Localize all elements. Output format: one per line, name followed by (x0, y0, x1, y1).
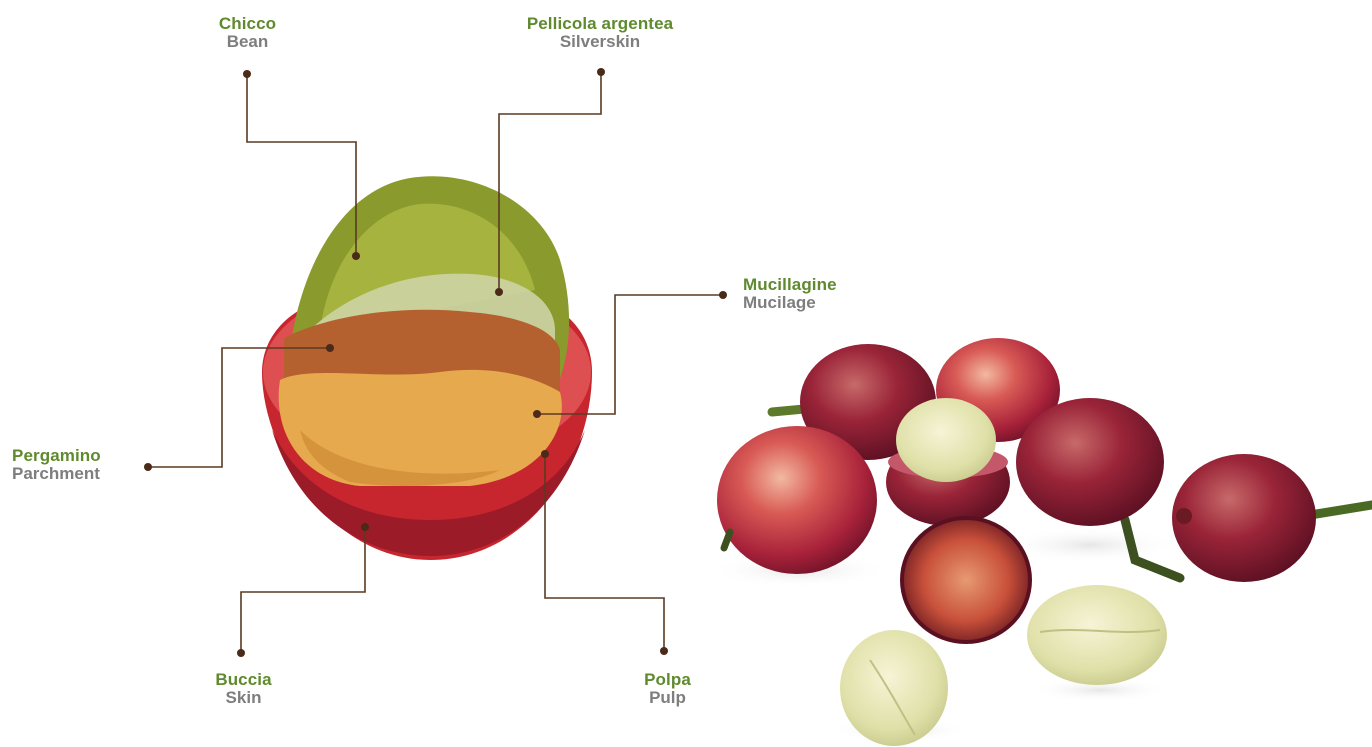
stem-right (1310, 505, 1372, 515)
label-polpa-english: Pulp (610, 689, 725, 706)
label-pergamino-italian: Pergamino (12, 447, 152, 464)
label-pellicola: Pellicola argentea Silverskin (495, 15, 705, 50)
label-pellicola-english: Silverskin (495, 33, 705, 50)
leader-line-polpa (545, 454, 664, 651)
coffee-cherry-illustration (262, 176, 592, 560)
dot-pergamino-target (326, 344, 334, 352)
dot-pellicola-target (495, 288, 503, 296)
dot-mucillagine-label (719, 291, 727, 299)
dot-buccia-target (361, 523, 369, 531)
label-polpa: Polpa Pulp (610, 671, 725, 706)
dot-polpa-label (660, 647, 668, 655)
label-pergamino: Pergamino Parchment (12, 447, 152, 482)
dot-polpa-target (541, 450, 549, 458)
cherry-far-right (1172, 454, 1316, 582)
cherry-seed (896, 398, 996, 482)
label-chicco-italian: Chicco (190, 15, 305, 32)
label-buccia: Buccia Skin (186, 671, 301, 706)
green-bean-right (1027, 585, 1167, 685)
label-buccia-italian: Buccia (186, 671, 301, 688)
coffee-cherries-photo (710, 338, 1372, 746)
dot-pellicola-label (597, 68, 605, 76)
label-mucillagine-english: Mucilage (743, 294, 883, 311)
label-pergamino-english: Parchment (12, 465, 152, 482)
dot-chicco-label (243, 70, 251, 78)
label-polpa-italian: Polpa (610, 671, 725, 688)
label-chicco-english: Bean (190, 33, 305, 50)
label-buccia-english: Skin (186, 689, 301, 706)
label-mucillagine: Mucillagine Mucilage (743, 276, 883, 311)
label-mucillagine-italian: Mucillagine (743, 276, 883, 293)
dot-chicco-target (352, 252, 360, 260)
dot-mucillagine-target (533, 410, 541, 418)
green-bean-left (840, 630, 948, 746)
leader-line-buccia (241, 527, 365, 653)
label-chicco: Chicco Bean (190, 15, 305, 50)
label-pellicola-italian: Pellicola argentea (495, 15, 705, 32)
dot-buccia-label (237, 649, 245, 657)
cherry-middle-right (1016, 398, 1164, 526)
mucilage-layer (279, 370, 562, 486)
cherry-front-left (717, 426, 877, 574)
